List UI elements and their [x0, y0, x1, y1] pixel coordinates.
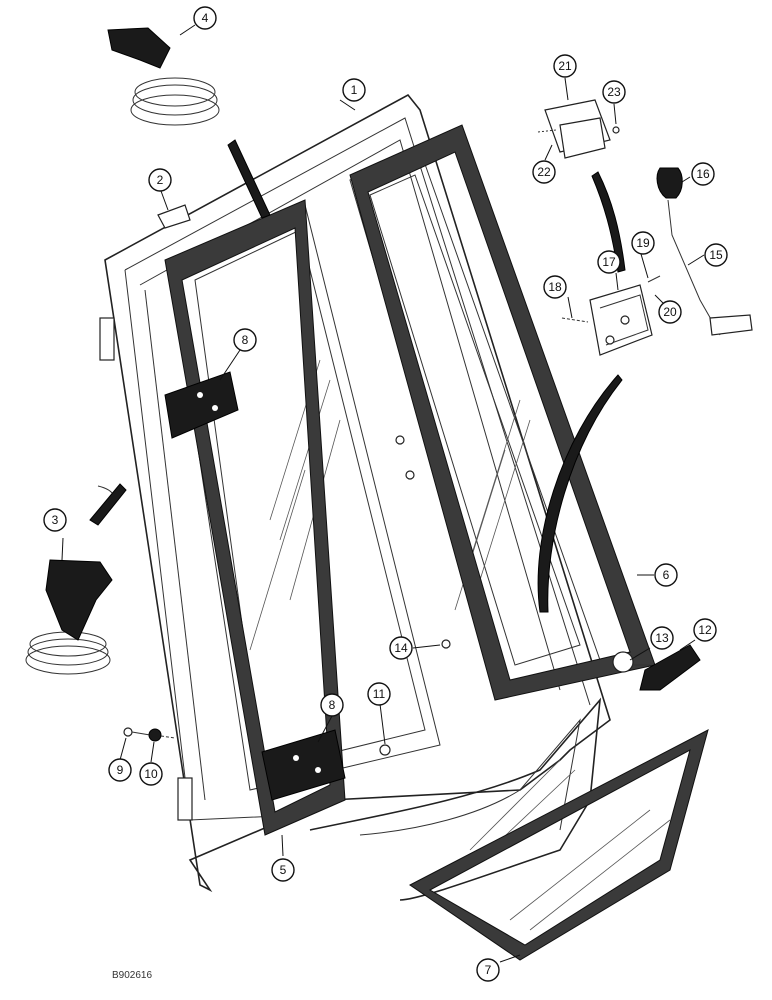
leader-lines: [61, 24, 705, 963]
callout-label: 11: [373, 687, 386, 701]
callout-label: 20: [663, 305, 677, 319]
callout: 12: [693, 618, 717, 642]
window-seal-left: [164, 199, 346, 836]
callout-label: 3: [52, 513, 59, 527]
callout-label: 22: [537, 165, 551, 179]
callout-label: 23: [607, 85, 621, 99]
callout-label: 18: [548, 280, 562, 294]
callout-label: 17: [602, 255, 616, 269]
callout-label: 15: [709, 248, 723, 262]
callout-label: 9: [117, 763, 124, 777]
seal-roll-4-icon: [107, 27, 271, 219]
pointer-arrow-striker: [591, 171, 626, 273]
callout: 15: [704, 243, 728, 267]
hinge-bracket-upper-icon: [164, 371, 239, 439]
pointer-arrow-latch: [537, 374, 623, 613]
callout: 23: [602, 80, 626, 104]
figure-id: B902616: [112, 970, 153, 981]
seal-roll-3-icon: [25, 483, 127, 675]
callout: 6: [654, 563, 678, 587]
callout-label: 10: [144, 767, 158, 781]
callout: 18: [543, 275, 567, 299]
callout-label: 19: [636, 236, 650, 250]
callout: 14: [389, 636, 413, 660]
callout-label: 2: [157, 173, 164, 187]
callout: 13: [650, 626, 674, 650]
callout: 21: [553, 54, 577, 78]
callout: 7: [476, 958, 500, 982]
callout: 17: [597, 250, 621, 274]
callout: 22: [532, 160, 556, 184]
callout: 9: [108, 758, 132, 782]
lower-window-seal: [409, 729, 709, 961]
callout: 11: [367, 682, 391, 706]
latch-assembly-icon: [561, 167, 753, 356]
callout: 10: [139, 762, 163, 786]
callout-label: 6: [663, 568, 670, 582]
door-frame: [99, 93, 611, 893]
callout-label: 5: [280, 863, 287, 877]
fastener-11-icon: [379, 744, 391, 756]
callout-label: 16: [696, 167, 710, 181]
bolt-icon: [123, 727, 151, 737]
callout-label: 7: [485, 963, 492, 977]
callout: 8: [233, 328, 257, 352]
hinge-bracket-lower-icon: [261, 729, 346, 801]
callout: 4: [193, 6, 217, 30]
callout-label: 8: [242, 333, 249, 347]
mount-tab-icon: [157, 204, 191, 229]
callout-label: 4: [202, 11, 209, 25]
upper-hinge-icon: [99, 317, 115, 361]
callout-label: 14: [394, 641, 408, 655]
lower-hinge-icon: [177, 777, 193, 821]
door-handle-icon: [612, 644, 701, 691]
callout: 5: [271, 858, 295, 882]
callout: 20: [658, 300, 682, 324]
callout-label: 1: [351, 83, 358, 97]
callout: 16: [691, 162, 715, 186]
callout: 2: [148, 168, 172, 192]
callout-label: 21: [558, 59, 572, 73]
nut-icon: [148, 728, 176, 742]
callout-label: 13: [655, 631, 669, 645]
callout-label: 8: [329, 698, 336, 712]
callout: 1: [342, 78, 366, 102]
callout: 3: [43, 508, 67, 532]
callout: 19: [631, 231, 655, 255]
striker-plate-icon: [537, 99, 620, 159]
callout: 8: [320, 693, 344, 717]
callout-label: 12: [698, 623, 712, 637]
fastener-14-icon: [441, 639, 451, 649]
